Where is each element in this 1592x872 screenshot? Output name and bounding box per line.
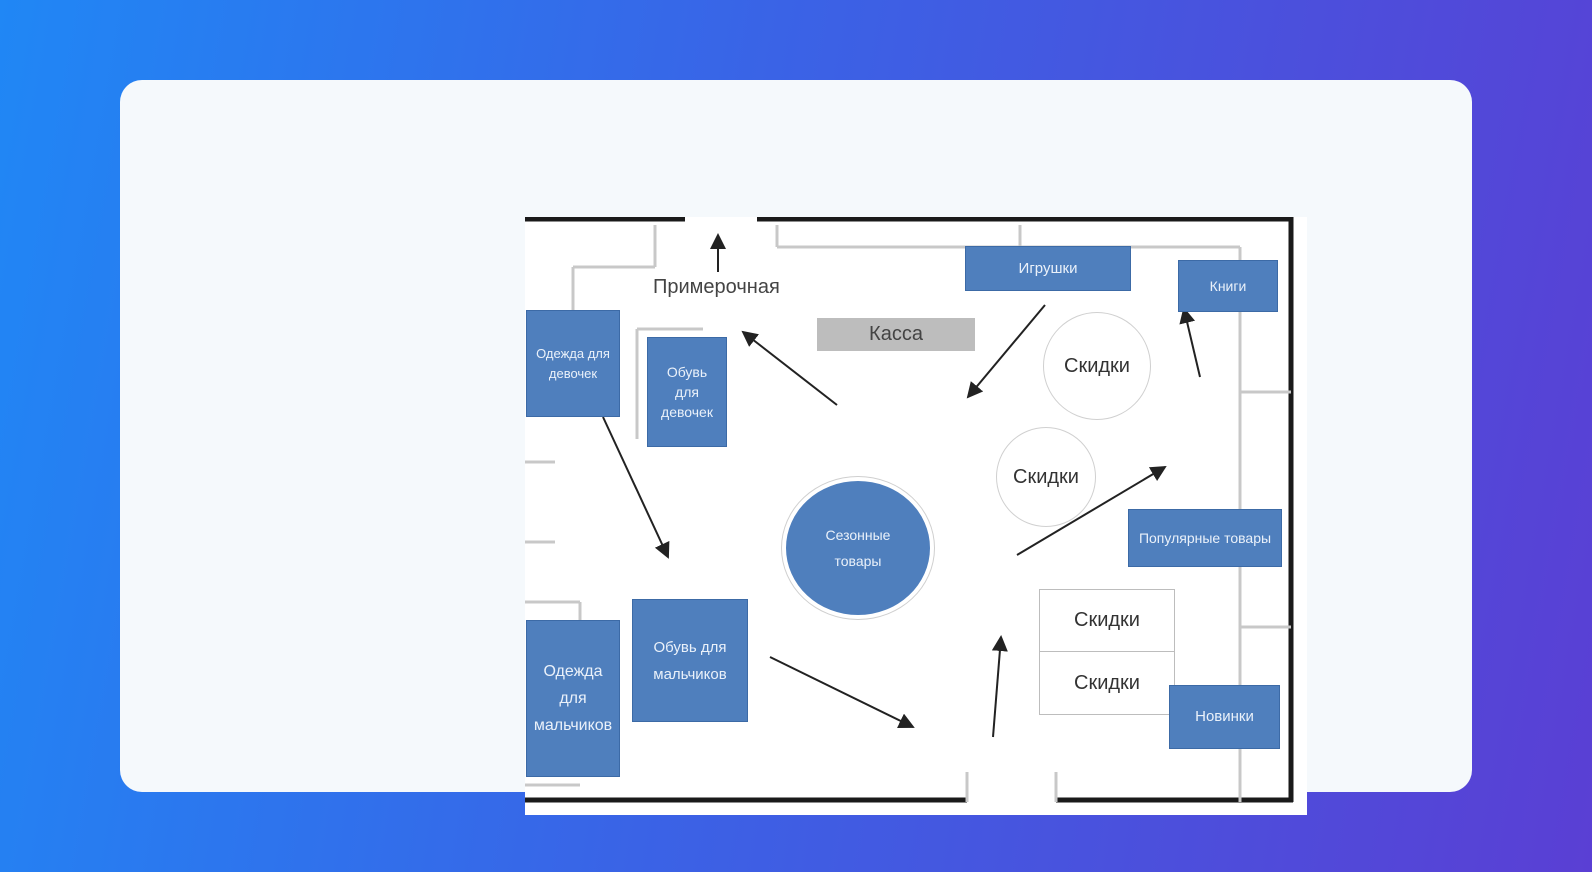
flow-arrows — [602, 233, 1201, 738]
new-items-section: Новинки — [1169, 685, 1280, 749]
floor-plan-lines — [525, 217, 1294, 803]
fitting-room-label: Примерочная — [653, 276, 780, 298]
girls-shoes-section: Обувь для девочек — [647, 337, 727, 447]
discount-circle-top: Скидки — [1043, 312, 1151, 420]
outer-walls — [525, 217, 1294, 803]
boys-shoes-section: Обувь для мальчиков — [632, 599, 748, 722]
discount-box-upper: Скидки — [1039, 589, 1175, 652]
books-section: Книги — [1178, 260, 1278, 312]
toys-section: Игрушки — [965, 246, 1131, 291]
girls-clothes-section: Одежда для девочек — [526, 310, 620, 417]
seasonal-goods-circle: Сезонные товары — [782, 477, 934, 619]
store-floor-plan: Примерочная Касса Игрушки Книги Одежда д… — [525, 217, 1307, 815]
popular-goods-section: Популярные товары — [1128, 509, 1282, 567]
interior-lines — [525, 225, 1291, 802]
boys-clothes-section: Одежда для мальчиков — [526, 620, 620, 777]
discount-circle-middle: Скидки — [996, 427, 1096, 527]
image-card: Примерочная Касса Игрушки Книги Одежда д… — [120, 80, 1472, 815]
discount-box-lower: Скидки — [1039, 651, 1175, 715]
cashier-box: Касса — [817, 318, 975, 351]
